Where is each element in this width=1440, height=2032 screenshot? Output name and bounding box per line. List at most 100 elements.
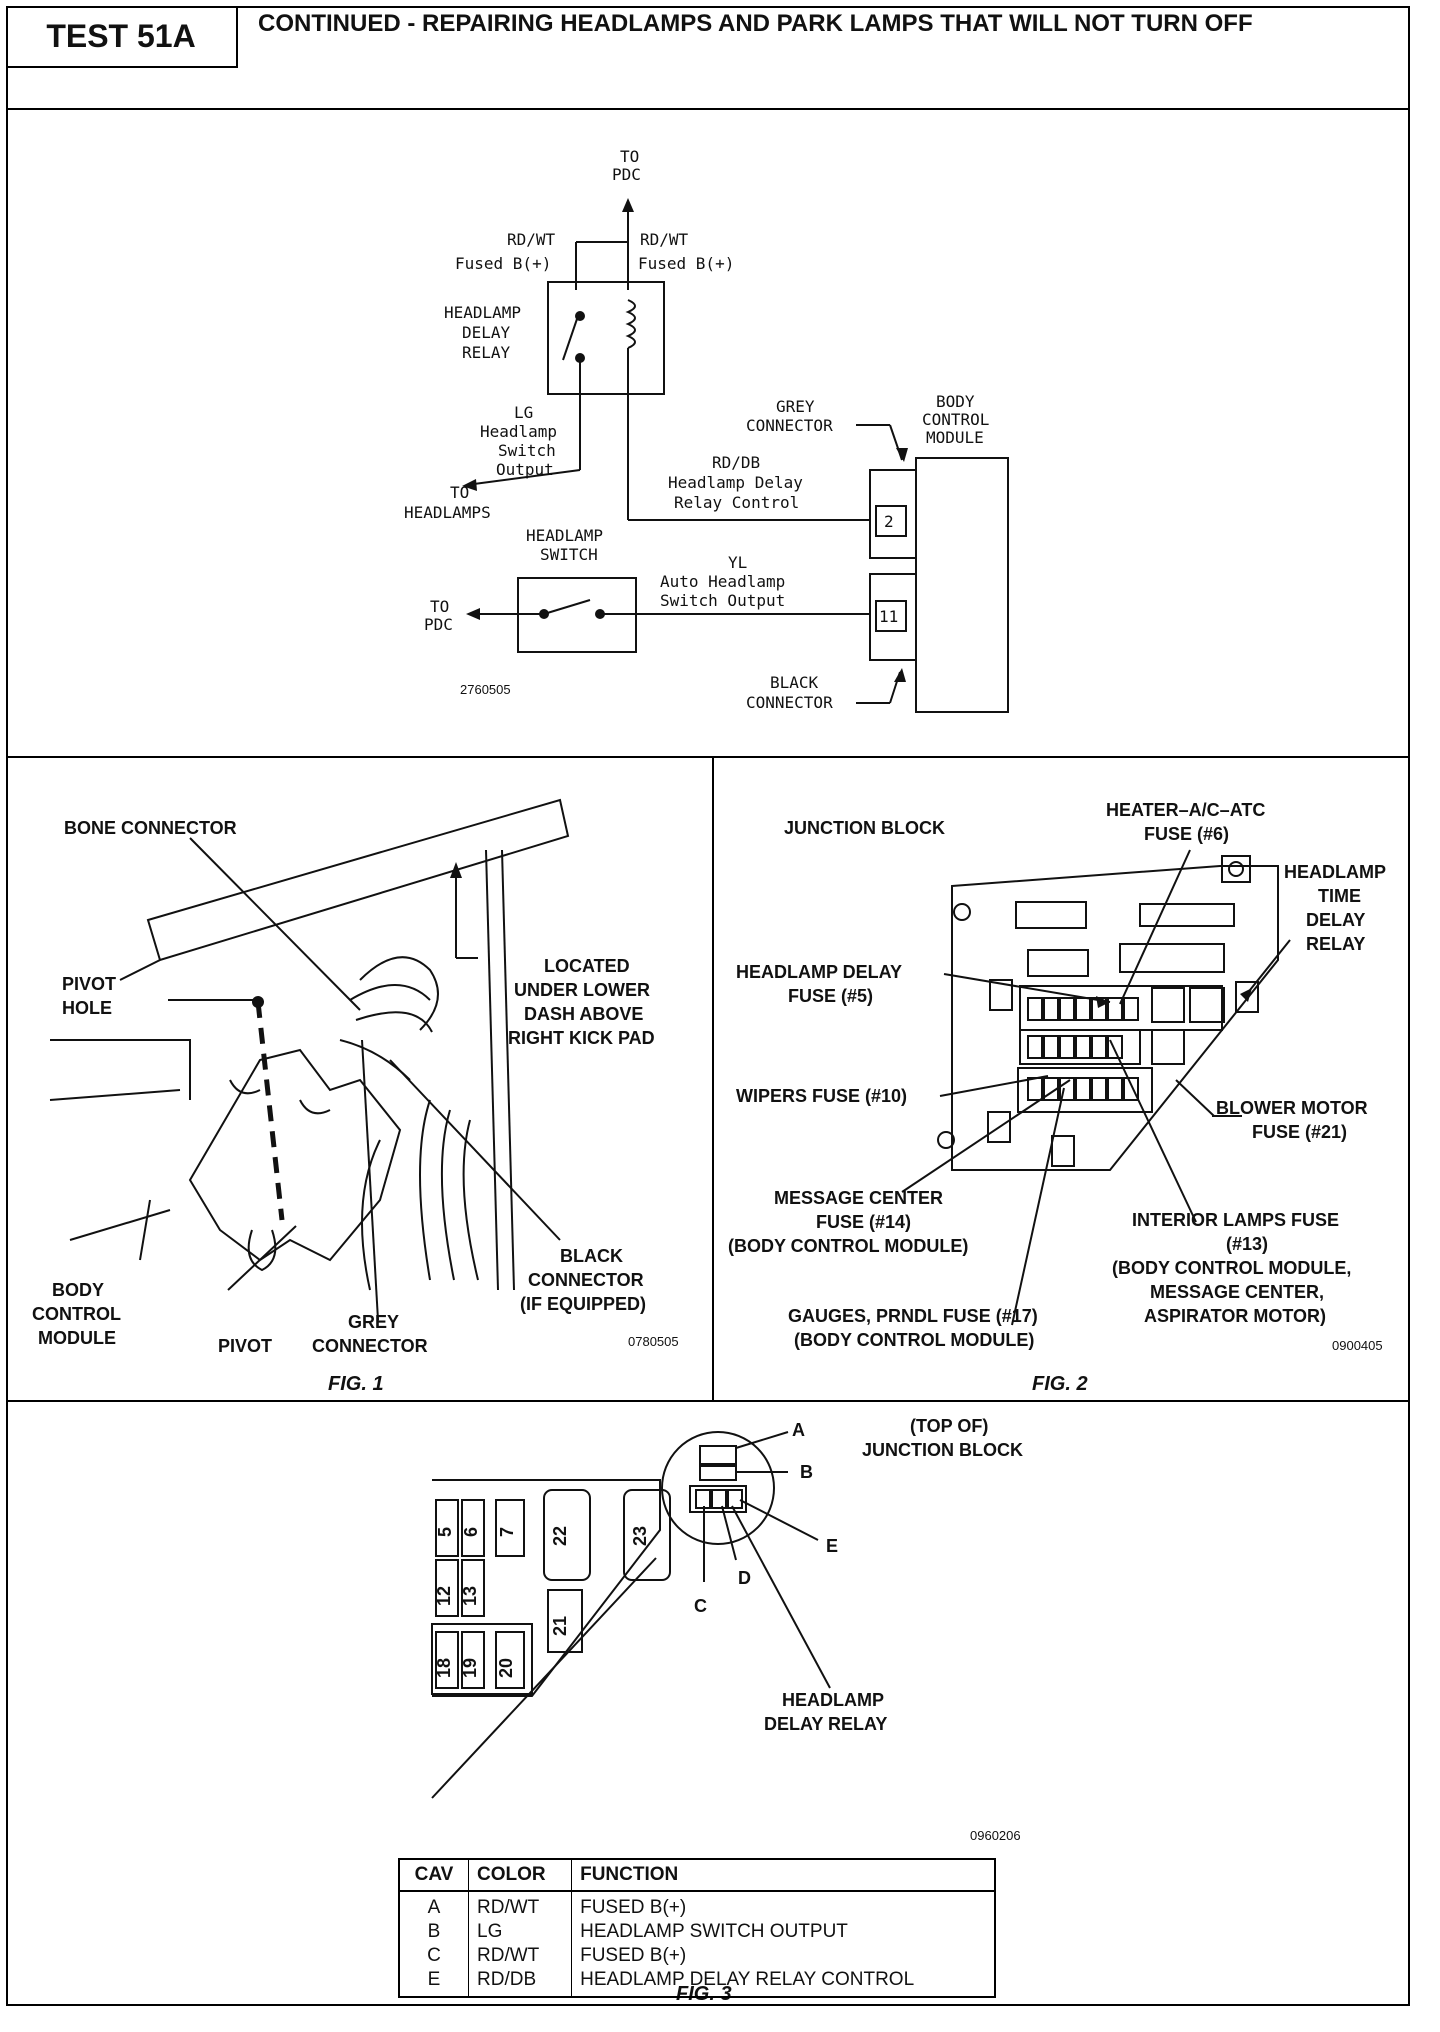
table-cell: FUSED B(+) [571,1891,996,1920]
fig1-caption: FIG. 1 [328,1373,384,1395]
fig1-grey-2: CONNECTOR [312,1336,428,1356]
lg-label-4: Output [496,460,554,479]
switch-label-2: SWITCH [540,545,598,564]
lg-label-1: LG [514,403,533,422]
fig1-located-1: LOCATED [544,956,630,976]
fig-row-divider [6,1400,1410,1402]
bcm-label-3: MODULE [926,428,984,447]
fig3-cav-d: D [738,1568,751,1588]
fig3-fuse-18: 18 [434,1658,454,1678]
fig1-grey-1: GREY [348,1312,399,1332]
fig3-fuse-23: 23 [630,1526,650,1546]
page-border [6,6,1410,2006]
fig2-heater-1: HEATER–A/C–ATC [1106,800,1265,820]
relay-label-3: RELAY [462,343,511,362]
fig3-fuse-20: 20 [496,1658,516,1678]
table-row: B LG HEADLAMP SWITCH OUTPUT [399,1920,996,1944]
header-divider [6,108,1410,110]
to-pdc-left-1: TO [430,597,449,616]
table-cell: FUSED B(+) [571,1944,996,1968]
page-title: CONTINUED - REPAIRING HEADLAMPS AND PARK… [258,10,1253,37]
fig2-gauges-2: (BODY CONTROL MODULE) [794,1330,1034,1350]
table-cell: HEADLAMP SWITCH OUTPUT [571,1920,996,1944]
rd-wt-right: RD/WT [640,230,689,249]
table-cell: LG [468,1920,573,1944]
to-pdc-top-1: TO [620,147,639,166]
schematic-code: 2760505 [460,682,511,697]
fused-left: Fused B(+) [455,254,551,273]
table-header-cav: CAV [399,1859,469,1892]
fig3-relay-1: HEADLAMP [782,1690,884,1710]
table-row: C RD/WT FUSED B(+) [399,1944,996,1968]
test-number-box: TEST 51A [6,6,238,68]
fig2-message-1: MESSAGE CENTER [774,1188,943,1208]
table-header-row: CAV COLOR FUNCTION [399,1859,996,1892]
fig2-wipers: WIPERS FUSE (#10) [736,1086,907,1106]
fig2-time-delay-2: TIME [1318,886,1361,906]
relay-label-2: DELAY [462,323,511,342]
to-headlamps-1: TO [450,483,469,502]
fig2-junction-block: JUNCTION BLOCK [784,818,945,838]
fig1-located-3: DASH ABOVE [524,1004,643,1024]
fig3-cav-e: E [826,1536,838,1556]
fig2-interior-5: ASPIRATOR MOTOR) [1144,1306,1326,1326]
fig3-cav-c: C [694,1596,707,1616]
bcm-label-1: BODY [936,392,975,411]
fig2-interior-2: (#13) [1226,1234,1268,1254]
pin-11: 11 [879,607,898,626]
table-cell: RD/WT [468,1944,573,1968]
pin-2: 2 [884,512,894,531]
fig1-fig2-divider [712,756,714,1402]
table-cell: RD/DB [468,1968,573,1997]
fig2-caption: FIG. 2 [1032,1373,1088,1395]
fig2-message-3: (BODY CONTROL MODULE) [728,1236,968,1256]
grey-connector-1: GREY [776,397,815,416]
table-cell: RD/WT [468,1891,573,1920]
black-connector-2: CONNECTOR [746,693,833,712]
fig2-delay-fuse-1: HEADLAMP DELAY [736,962,902,982]
fig2-interior-4: MESSAGE CENTER, [1150,1282,1324,1302]
relay-label-1: HEADLAMP [444,303,521,322]
fig1-bcm-2: CONTROL [32,1304,121,1324]
table-cell: C [399,1944,469,1968]
table-row: E RD/DB HEADLAMP DELAY RELAY CONTROL [399,1968,996,1997]
fig1-bone-connector: BONE CONNECTOR [64,818,237,838]
to-pdc-left-2: PDC [424,615,453,634]
fig2-blower-2: FUSE (#21) [1252,1122,1347,1142]
to-pdc-top-2: PDC [612,165,641,184]
fig1-black-2: CONNECTOR [528,1270,644,1290]
black-connector-1: BLACK [770,673,819,692]
fig2-message-2: FUSE (#14) [816,1212,911,1232]
yl-label-1: YL [728,553,747,572]
table-cell: E [399,1968,469,1997]
fig3-top-of-2: JUNCTION BLOCK [862,1440,1023,1460]
fig3-fuse-6: 6 [461,1527,481,1537]
table-row: A RD/WT FUSED B(+) [399,1891,996,1920]
fig3-fuse-19: 19 [460,1658,480,1678]
fig2-delay-fuse-2: FUSE (#5) [788,986,873,1006]
wiring-schematic: TO PDC RD/WT RD/WT Fused B(+) Fused B(+)… [404,147,1009,713]
lg-label-3: Switch [498,441,556,460]
fig1-bcm-1: BODY [52,1280,104,1300]
fig3-fuse-7: 7 [497,1527,517,1537]
fig3-relay-2: DELAY RELAY [764,1714,887,1734]
fig3-fuse-5: 5 [435,1527,455,1537]
table-cell: A [399,1891,469,1920]
fig1-located-4: RIGHT KICK PAD [508,1028,655,1048]
fig2-time-delay-3: DELAY [1306,910,1365,930]
fig2-blower-1: BLOWER MOTOR [1216,1098,1368,1118]
fig3-fuse-12: 12 [434,1586,454,1606]
fig2-time-delay-1: HEADLAMP [1284,862,1386,882]
cavity-table: CAV COLOR FUNCTION A RD/WT FUSED B(+) B … [398,1858,996,1998]
fig3-cav-b: B [800,1462,813,1482]
rd-db-3: Relay Control [674,493,799,512]
fig3-cav-a: A [792,1420,805,1440]
fig2-time-delay-4: RELAY [1306,934,1365,954]
fig1-pivot-hole-2: HOLE [62,998,112,1018]
to-headlamps-2: HEADLAMPS [404,503,491,522]
fig1-code: 0780505 [628,1334,679,1349]
rd-db-1: RD/DB [712,453,760,472]
rd-wt-left: RD/WT [507,230,556,249]
